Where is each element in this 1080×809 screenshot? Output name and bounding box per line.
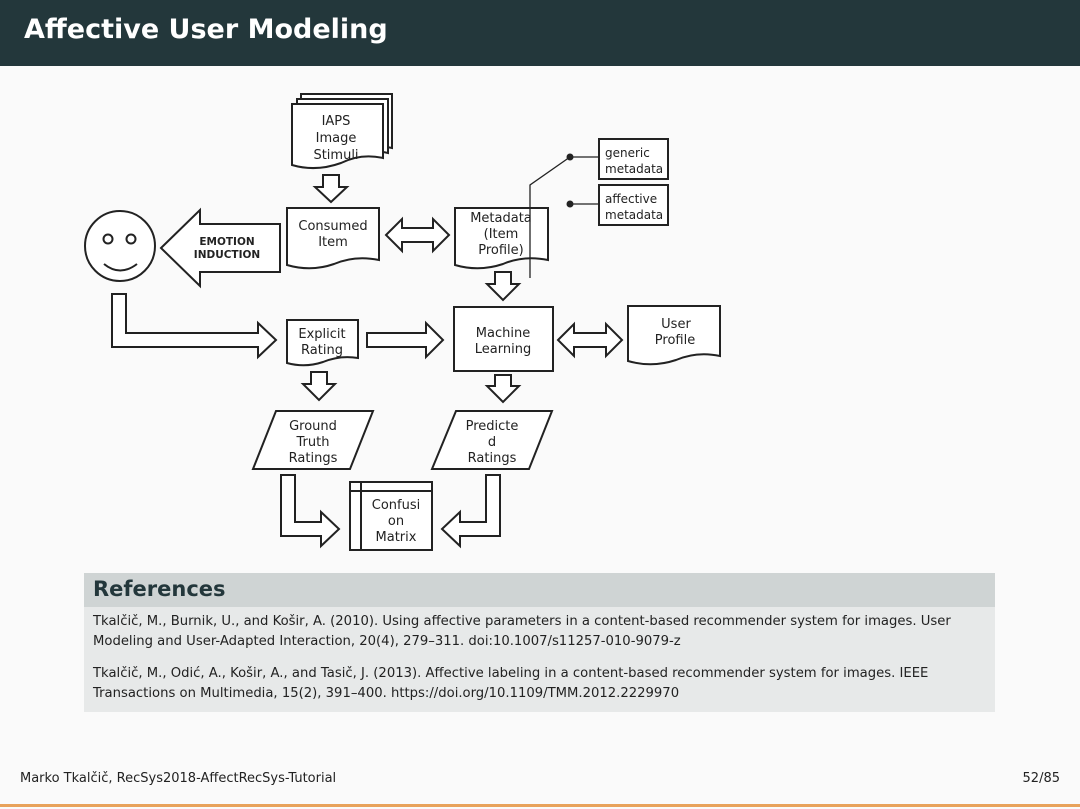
arrow-down-metadata	[484, 271, 522, 302]
generic-label-1: generic	[605, 146, 650, 160]
user-profile-label-2: Profile	[655, 333, 695, 348]
references-block: References Tkalčič, M., Burnik, U., and …	[84, 573, 995, 712]
references-heading: References	[84, 573, 995, 607]
predicted-ratings-shape	[430, 410, 554, 470]
metadata-label-2: (Item	[484, 227, 519, 242]
confusion-label-3: Matrix	[376, 530, 417, 545]
reference-2: Tkalčič, M., Odić, A., Košir, A., and Ta…	[84, 664, 995, 704]
generic-connector-dot	[566, 153, 574, 161]
predicted-label-1: Predicte	[466, 419, 519, 434]
reference-1-line-2: Modeling and User-Adapted Interaction, 2…	[93, 634, 681, 649]
arrow-predicted-to-confusion	[440, 474, 501, 549]
affective-connector-dot	[566, 200, 574, 208]
ground-label-1: Ground	[289, 419, 337, 434]
emotion-label-2: INDUCTION	[194, 249, 260, 261]
arrow-down-ml	[484, 374, 522, 404]
iaps-doc-front	[291, 103, 384, 169]
reference-1-line-1: Tkalčič, M., Burnik, U., and Košir, A. (…	[93, 614, 951, 629]
generic-label-2: metadata	[605, 162, 663, 176]
footer-accent-line	[0, 804, 1080, 807]
smiley-face	[84, 210, 156, 282]
arrow-explicit-to-ml	[366, 320, 445, 360]
iaps-label-2: Image	[316, 131, 357, 146]
metadata-shape	[454, 207, 549, 270]
iaps-label-3: Stimuli	[313, 148, 358, 163]
ground-truth-shape	[251, 410, 375, 470]
confusion-matrix-box	[349, 481, 433, 551]
consumed-item-shape	[286, 207, 380, 270]
smiley-mouth	[103, 263, 138, 272]
smiley-right-eye	[125, 233, 137, 245]
arrow-down-explicit	[300, 371, 338, 402]
diagram: IAPS Image Stimuli Consumed Item Metadat…	[84, 93, 721, 551]
metadata-label-1: Metadata	[470, 211, 532, 226]
emotion-induction-arrow	[159, 207, 281, 289]
affective-label-1: affective	[605, 192, 657, 206]
explicit-rating-shape	[286, 319, 359, 367]
explicit-label-2: Rating	[301, 343, 343, 358]
ml-label-2: Learning	[475, 342, 531, 357]
double-arrow-consumed-metadata	[384, 216, 451, 254]
predicted-label-2: d	[488, 435, 496, 450]
reference-2-line-1: Tkalčič, M., Odić, A., Košir, A., and Ta…	[93, 666, 929, 681]
confusion-label-2: on	[388, 514, 404, 529]
reference-1: Tkalčič, M., Burnik, U., and Košir, A. (…	[84, 612, 995, 652]
predicted-label-3: Ratings	[468, 451, 517, 466]
consumed-label-1: Consumed	[298, 219, 367, 234]
generic-metadata-box	[598, 138, 669, 180]
confusion-label-1: Confusi	[372, 498, 420, 513]
user-profile-label-1: User	[661, 317, 691, 332]
metadata-connector-line	[529, 156, 599, 278]
ml-label-1: Machine	[476, 326, 530, 341]
ground-label-3: Ratings	[289, 451, 338, 466]
slide-title: Affective User Modeling	[24, 14, 388, 45]
footer-author: Marko Tkalčič, RecSys2018-AffectRecSys-T…	[20, 771, 337, 786]
smiley-left-eye	[102, 233, 114, 245]
emotion-label-1: EMOTION	[199, 236, 254, 248]
user-profile-shape	[627, 305, 721, 366]
consumed-label-2: Item	[318, 235, 348, 250]
arrow-down-iaps	[312, 174, 350, 204]
double-arrow-ml-userprofile	[556, 321, 624, 359]
metadata-label-3: Profile)	[478, 243, 524, 258]
iaps-label-1: IAPS	[322, 114, 351, 129]
footer-page-number: 52/85	[1022, 771, 1060, 786]
machine-learning-box	[453, 306, 554, 372]
arrow-ground-to-confusion	[280, 474, 341, 549]
affective-label-2: metadata	[605, 208, 663, 222]
explicit-label-1: Explicit	[298, 327, 345, 342]
ground-label-2: Truth	[296, 435, 330, 450]
reference-2-line-2: Transactions on Multimedia, 15(2), 391–4…	[93, 686, 680, 701]
title-bar: Affective User Modeling	[0, 0, 1080, 66]
arrow-smiley-to-explicit	[111, 293, 278, 360]
affective-metadata-box	[598, 184, 669, 226]
